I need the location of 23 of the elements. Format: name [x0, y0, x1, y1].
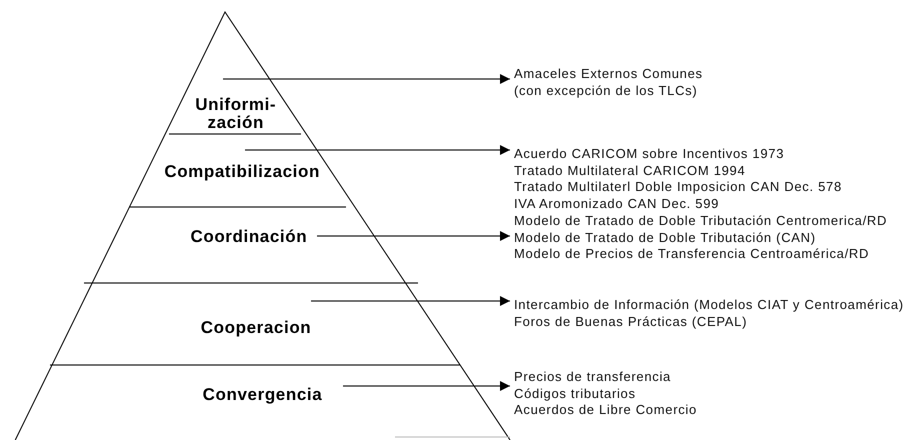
list-item: Precios de transferencia [514, 369, 671, 386]
list-item: Modelo de Precios de Transferencia Centroamérica/RD [514, 246, 870, 262]
list-item: Foros de Buenas Prácticas (CEPAL) [514, 314, 748, 330]
tier-label: Cooperacion [200, 319, 312, 337]
arrow [316, 231, 510, 241]
arrow [310, 296, 510, 306]
arrow [222, 74, 510, 84]
list-item: Tratado Multilaterl Doble Imposicion CAN Dec. 578 [514, 179, 842, 196]
list-item: Tratado Multilateral CARICOM 1994 [514, 162, 746, 179]
list-item: Acuerdos de Libre Comercio [514, 402, 697, 418]
list-item: Modelo de Tratado de Doble Tributación Centromerica/RD [514, 213, 888, 230]
arrow [342, 381, 510, 391]
list-item: Intercambio de Información (Modelos CIAT y Centroamérica) [514, 297, 904, 314]
tier-label: Convergencia [202, 386, 322, 404]
tier-label: Compatibilizacion [164, 163, 320, 181]
list-item: Códigos tributarios [514, 386, 636, 402]
tier-label: Coordinación [190, 228, 308, 246]
arrow [244, 145, 510, 155]
list-item: Modelo de Tratado de Doble Tributación (CAN) [514, 230, 816, 246]
list-item: IVA Aromonizado CAN Dec. 599 [514, 196, 720, 212]
tier-label: Uniformi- zación [194, 96, 278, 132]
list-item: Acuerdo CARICOM sobre Incentivos 1973 [514, 146, 784, 162]
list-item: Amaceles Externos Comunes (con excepción de los TLCs) [514, 66, 704, 99]
